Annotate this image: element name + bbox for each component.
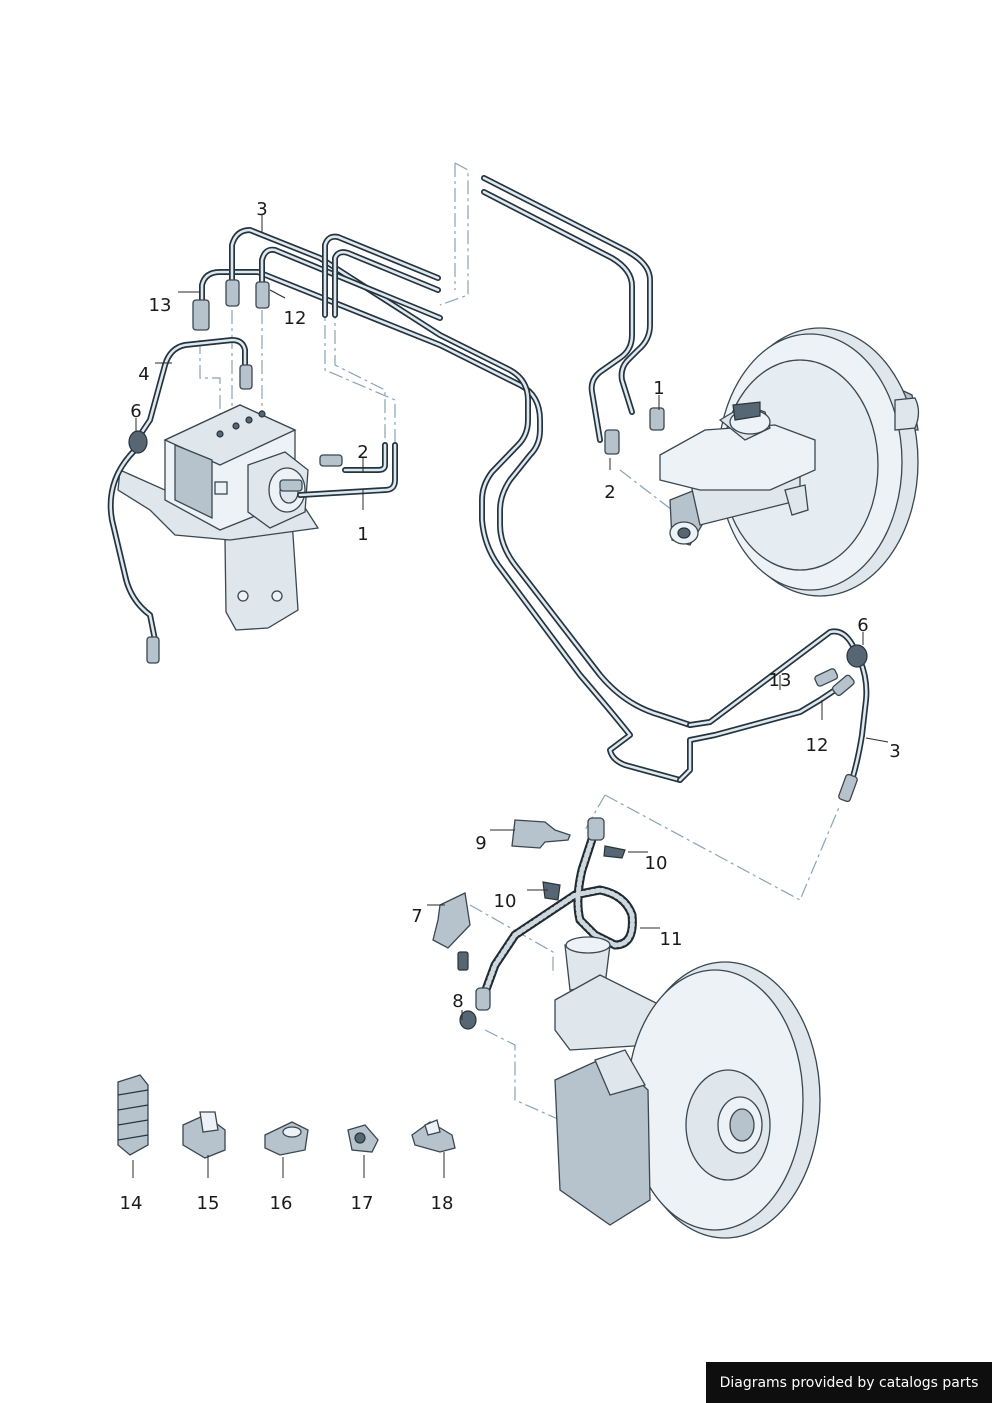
wheel-hub-and-brake bbox=[554, 936, 821, 1239]
brake-hose-assembly bbox=[432, 817, 637, 1030]
clip-18 bbox=[411, 1119, 456, 1153]
callout-7: 7 bbox=[411, 906, 422, 927]
clip-16 bbox=[264, 1121, 309, 1156]
callout-14: 14 bbox=[120, 1193, 143, 1214]
callout-18: 18 bbox=[431, 1193, 454, 1214]
callout-9: 9 bbox=[475, 833, 486, 854]
clip-17 bbox=[347, 1124, 379, 1153]
callout-16: 16 bbox=[270, 1193, 293, 1214]
clip-15 bbox=[182, 1111, 226, 1159]
callout-3-right: 3 bbox=[889, 741, 900, 762]
callout-15: 15 bbox=[197, 1193, 220, 1214]
callout-13-right: 13 bbox=[769, 670, 792, 691]
callout-10-right: 10 bbox=[645, 853, 668, 874]
callout-13-left: 13 bbox=[149, 295, 172, 316]
callout-12-right: 12 bbox=[806, 735, 829, 756]
master-cylinder bbox=[659, 401, 816, 546]
attribution-text: Diagrams provided by catalogs parts bbox=[719, 1374, 979, 1391]
clip-14 bbox=[117, 1074, 149, 1156]
callout-labels: 3 13 12 4 6 2 1 1 2 6 13 12 3 9 10 10 7 … bbox=[120, 199, 901, 1214]
callout-1-right: 1 bbox=[653, 378, 664, 399]
callout-6-right: 6 bbox=[857, 615, 868, 636]
callout-6-left: 6 bbox=[130, 401, 141, 422]
abs-control-unit bbox=[117, 404, 320, 631]
pipe-fittings bbox=[128, 279, 868, 803]
callout-10-left: 10 bbox=[494, 891, 517, 912]
brake-pipes bbox=[107, 175, 870, 783]
callout-3-top: 3 bbox=[256, 199, 267, 220]
callout-1-left: 1 bbox=[357, 524, 368, 545]
callout-12-left: 12 bbox=[284, 308, 307, 329]
leader-lines bbox=[132, 215, 889, 1178]
callout-4: 4 bbox=[138, 364, 149, 385]
callout-2-left: 2 bbox=[357, 442, 368, 463]
callout-17: 17 bbox=[351, 1193, 374, 1214]
callout-2-right: 2 bbox=[604, 482, 615, 503]
callout-8: 8 bbox=[452, 991, 463, 1012]
callout-11: 11 bbox=[660, 929, 683, 950]
attribution-footer: Diagrams provided by catalogs parts bbox=[706, 1362, 992, 1403]
